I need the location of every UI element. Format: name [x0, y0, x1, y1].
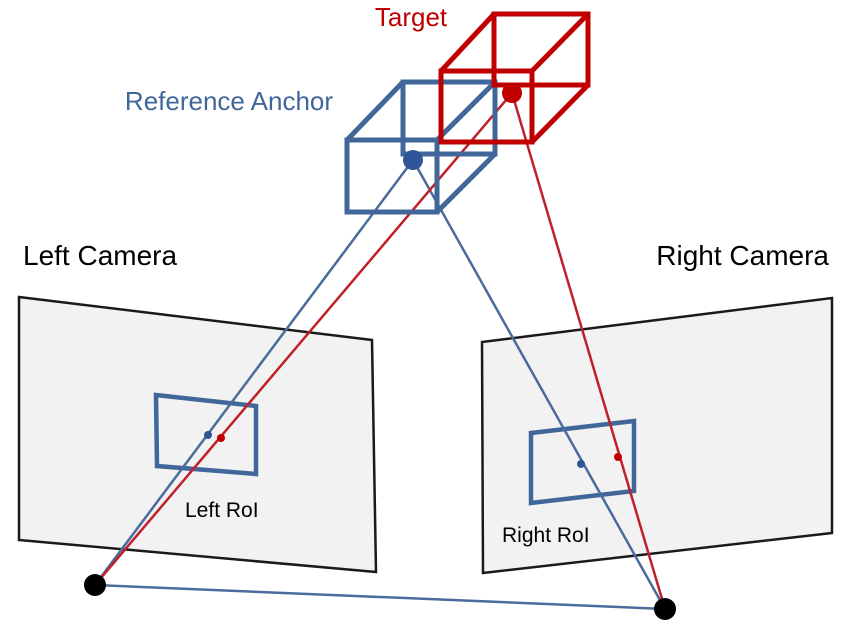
target-ray-left — [94, 92, 513, 586]
right-camera-label: Right Camera — [656, 240, 829, 271]
right-roi-box — [528, 418, 637, 506]
left-camera-label: Left Camera — [23, 240, 177, 271]
anchor-ray-right — [411, 159, 667, 610]
left-roi-label: Left RoI — [185, 499, 259, 522]
left-camera-center — [84, 574, 106, 596]
camera-baseline — [94, 583, 666, 611]
target-center-point — [502, 83, 522, 103]
left-target-projection — [217, 434, 225, 442]
reference-anchor-label: Reference Anchor — [125, 86, 333, 116]
left-roi-box — [153, 392, 259, 477]
anchor-center-point — [403, 150, 423, 170]
right-target-projection — [614, 453, 622, 461]
target-ray-right — [510, 92, 667, 610]
target-cube — [438, 11, 591, 145]
left-anchor-projection — [204, 431, 212, 439]
right-camera-center — [654, 598, 676, 620]
right-roi-label: Right RoI — [502, 524, 590, 547]
left-image-plane — [17, 295, 378, 574]
target-label: Target — [375, 2, 448, 32]
right-image-plane — [480, 296, 834, 575]
right-anchor-projection — [577, 460, 585, 468]
anchor-ray-left — [93, 159, 415, 586]
reference-anchor-cube — [344, 79, 498, 215]
